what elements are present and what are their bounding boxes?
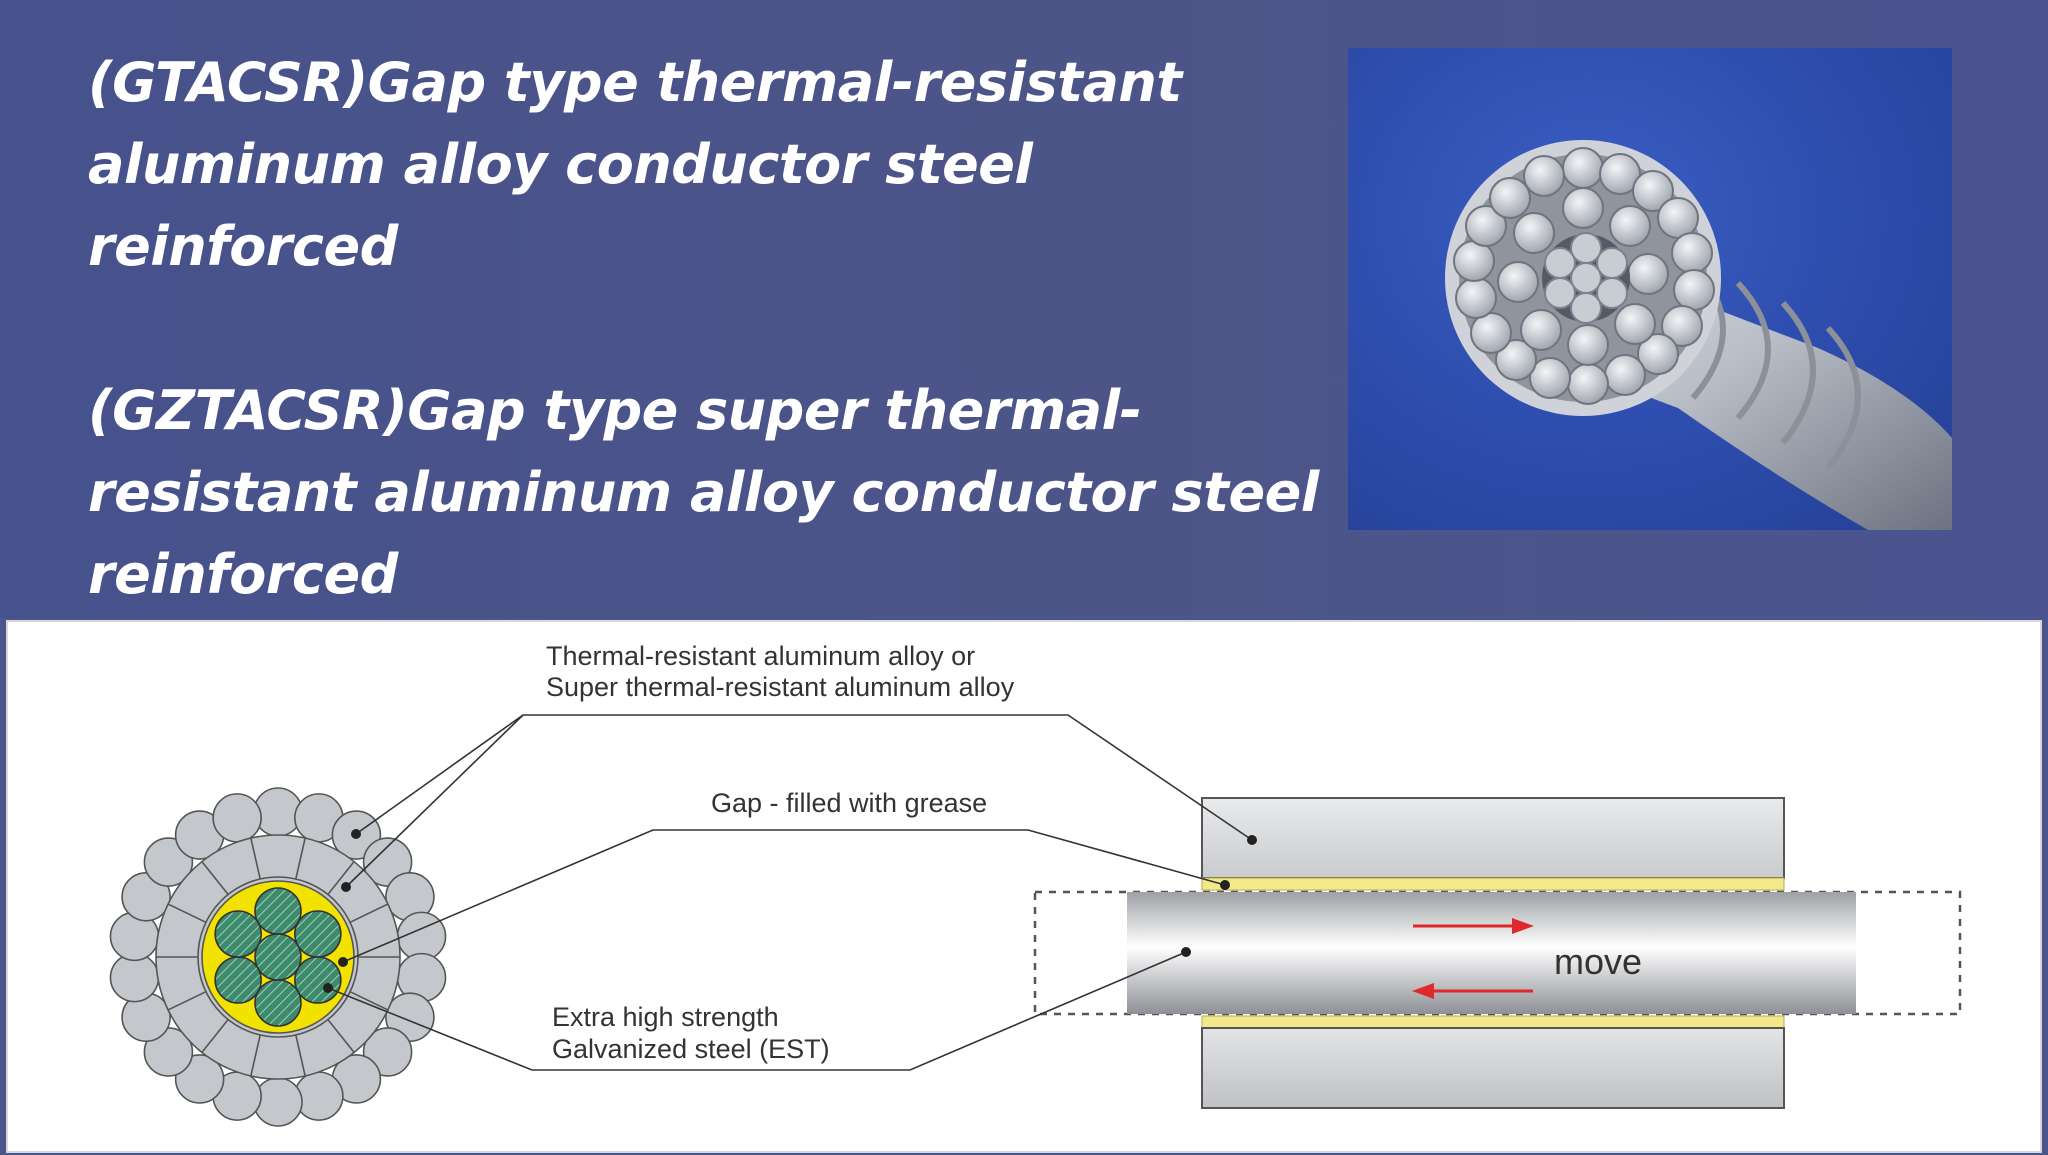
move-label: move (1554, 941, 1642, 982)
leader-dots (323, 829, 1257, 993)
gap-conductor-diagram: move Thermal-resistant aluminum alloy or… (109, 641, 1962, 1127)
leader-lines (327, 714, 1253, 1071)
conductor-photo-illustration (1445, 140, 1952, 530)
arrow-left (1412, 983, 1533, 999)
segment-divider (295, 1034, 306, 1077)
grease-layer-bottom (1201, 1015, 1785, 1029)
cross-section (109, 787, 447, 1127)
outer-shell-bottom (1201, 1027, 1785, 1109)
segment-divider (295, 837, 306, 880)
steel-core-strand (214, 910, 262, 958)
steel-core-strand (214, 956, 262, 1004)
conductor-photo (1348, 48, 1952, 530)
segment-divider (327, 861, 355, 895)
label-gap: Gap - filled with grease (711, 788, 987, 818)
heading-gztacsr: (GZTACSR)Gap type super thermal-resistan… (88, 379, 1319, 606)
label-steel-line1: Extra high strength (552, 1002, 779, 1032)
segment-divider (167, 903, 207, 924)
outer-shell-top (1201, 797, 1785, 879)
segment-divider (201, 861, 229, 895)
segment-divider (327, 1019, 355, 1053)
label-steel-line2: Galvanized steel (EST) (552, 1034, 830, 1064)
steel-core-tube (1127, 892, 1856, 1014)
heading-gtacsr: (GTACSR)Gap type thermal-resistant alumi… (88, 51, 1182, 278)
label-alloy-line1: Thermal-resistant aluminum alloy or (546, 641, 975, 671)
segment-divider (167, 990, 207, 1011)
side-view: move (1033, 797, 1962, 1109)
arrow-right (1413, 918, 1534, 934)
segment-divider (349, 903, 389, 924)
segment-divider (250, 1034, 261, 1077)
label-alloy-line2: Super thermal-resistant aluminum alloy (546, 672, 1015, 702)
steel-core-strand (254, 887, 302, 935)
steel-core-strand (294, 910, 342, 958)
outer-aluminum-strand (212, 793, 262, 843)
steel-core-strand (254, 979, 302, 1027)
segment-divider (201, 1019, 229, 1053)
segment-divider (349, 990, 389, 1011)
steel-core-strand (254, 933, 302, 981)
grease-layer-top (1201, 877, 1785, 891)
steel-core-strand (294, 956, 342, 1004)
segment-divider (250, 837, 261, 880)
diagram-panel: move Thermal-resistant aluminum alloy or… (6, 620, 2042, 1153)
